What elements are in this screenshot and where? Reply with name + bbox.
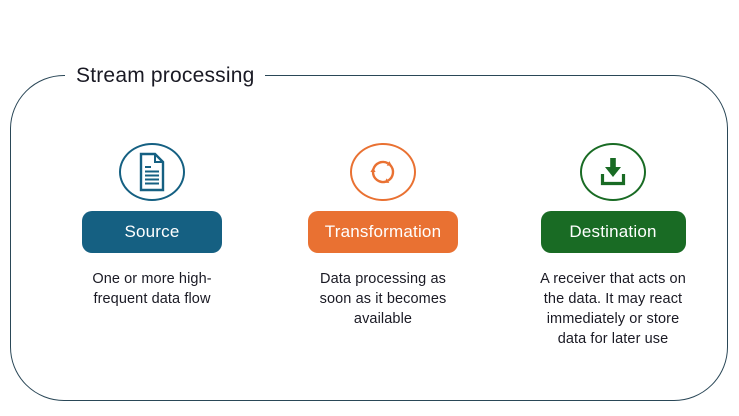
destination-description: A receiver that acts on the data. It may… xyxy=(540,271,686,347)
source-column: Source One or more high- frequent data f… xyxy=(52,143,252,309)
cycle-arrows-icon xyxy=(370,160,395,184)
diagram-title: Stream processing xyxy=(65,60,266,92)
transformation-node: Transformation xyxy=(308,211,458,253)
document-icon xyxy=(139,152,165,192)
transformation-column: Transformation Data processing as soon a… xyxy=(283,143,483,329)
download-icon xyxy=(600,158,626,186)
transformation-description: Data processing as soon as it becomes av… xyxy=(319,271,447,327)
transformation-icon-badge xyxy=(350,143,416,201)
source-description: One or more high- frequent data flow xyxy=(92,271,212,307)
diagram-frame: Stream processing xyxy=(10,60,728,401)
destination-icon-badge xyxy=(580,143,646,201)
destination-column: Destination A receiver that acts on the … xyxy=(513,143,713,349)
source-icon-badge xyxy=(119,143,185,201)
source-node: Source xyxy=(82,211,222,253)
destination-node: Destination xyxy=(540,211,686,253)
